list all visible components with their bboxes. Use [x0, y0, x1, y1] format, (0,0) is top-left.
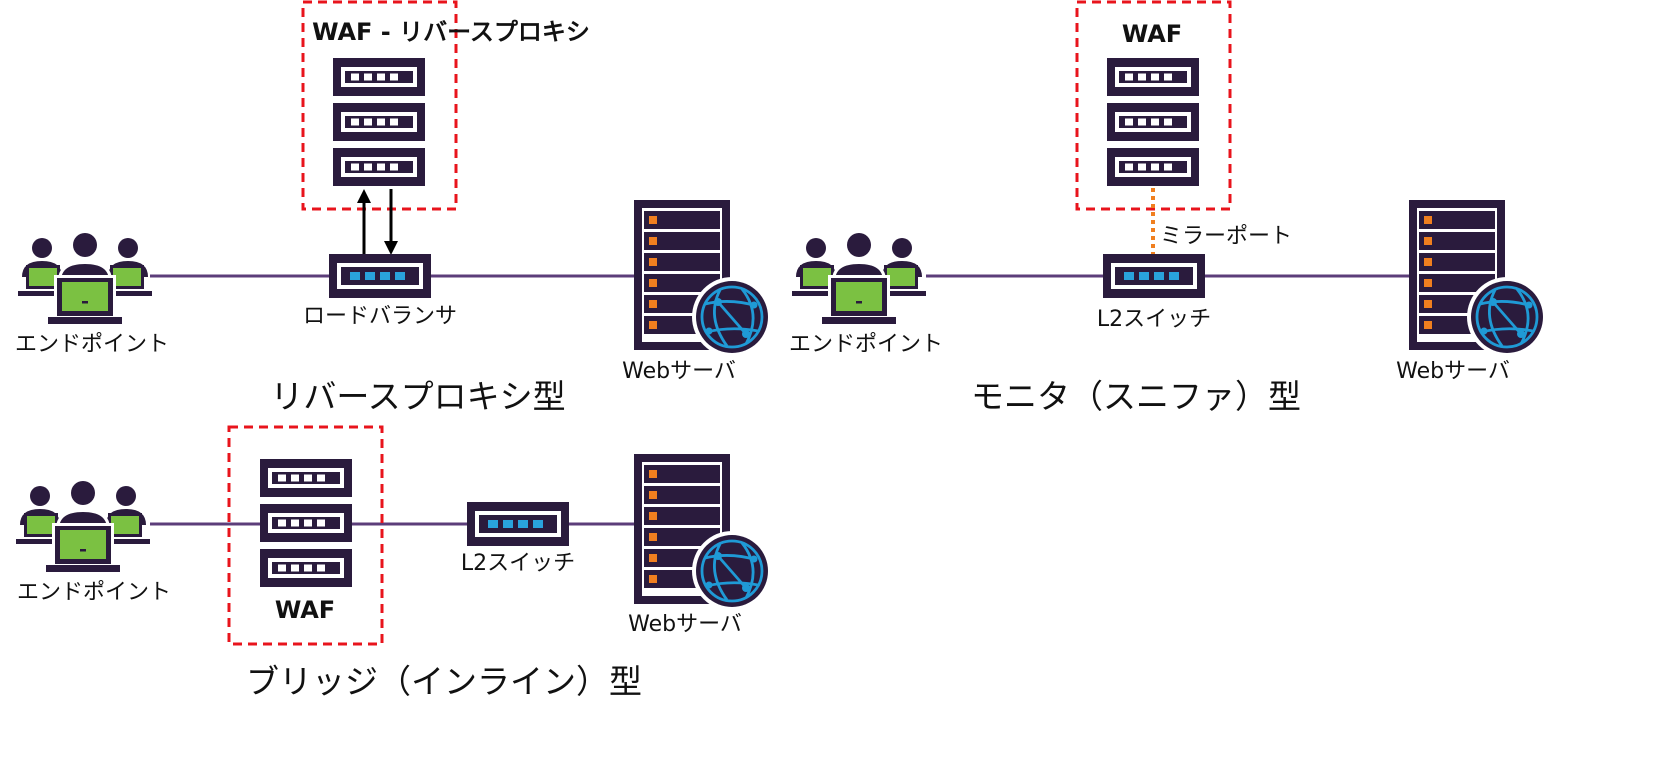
waf-server-unit: [260, 549, 352, 587]
waf-highlight-box: [301, 0, 458, 211]
web-server-icon: [1407, 198, 1549, 359]
web-server-icon: [632, 198, 774, 359]
waf-server-unit: [1107, 148, 1199, 186]
waf-server-unit: [260, 459, 352, 497]
load-balancer-icon: [329, 254, 431, 298]
waf-server-unit: [1107, 58, 1199, 96]
l2-switch-icon: [1103, 254, 1205, 298]
endpoint-label: エンドポイント: [789, 332, 943, 357]
waf-highlight-box: [227, 425, 384, 646]
waf-server-unit: [333, 148, 425, 186]
mirror-port-label: ミラーポート: [1160, 224, 1292, 249]
endpoint-users-icon: [16, 479, 150, 572]
waf-server-unit: [333, 103, 425, 141]
endpoint-users-icon: [18, 231, 152, 324]
bridge-caption: ブリッジ（インライン）型: [246, 662, 642, 701]
web-server-label: Webサーバ: [622, 359, 736, 384]
web-server-label: Webサーバ: [628, 612, 742, 637]
monitor-caption: モニタ（スニファ）型: [971, 377, 1301, 416]
l2-switch-icon: [467, 502, 569, 546]
waf-server-unit: [1107, 103, 1199, 141]
reverse-proxy-caption: リバースプロキシ型: [270, 377, 565, 416]
web-server-icon: [632, 452, 774, 613]
proxy-arrows: [357, 189, 398, 255]
waf-label: WAF: [275, 596, 335, 624]
endpoint-users-icon: [792, 231, 926, 324]
reverse-proxy-diagram: WAF - リバースプロキシ ロードバランサ エンドポイント Webサーバ リバ…: [15, 0, 774, 416]
endpoint-label: エンドポイント: [15, 332, 169, 357]
monitor-diagram: WAF ミラーポート L2スイッチ エンドポイント Webサーバ モニタ（スニフ…: [789, 0, 1549, 416]
bridge-diagram: WAF L2スイッチ エンドポイント Webサーバ ブリッジ（インライン）型: [16, 425, 774, 701]
endpoint-label: エンドポイント: [17, 580, 171, 605]
waf-highlight-box: [1075, 0, 1232, 211]
waf-server-unit: [260, 504, 352, 542]
l2-switch-label: L2スイッチ: [1097, 307, 1211, 332]
web-server-label: Webサーバ: [1396, 359, 1510, 384]
waf-server-unit: [333, 58, 425, 96]
waf-reverse-proxy-label: WAF - リバースプロキシ: [312, 18, 590, 46]
l2-switch-label: L2スイッチ: [461, 551, 575, 576]
load-balancer-label: ロードバランサ: [303, 304, 457, 329]
waf-label: WAF: [1122, 20, 1182, 48]
